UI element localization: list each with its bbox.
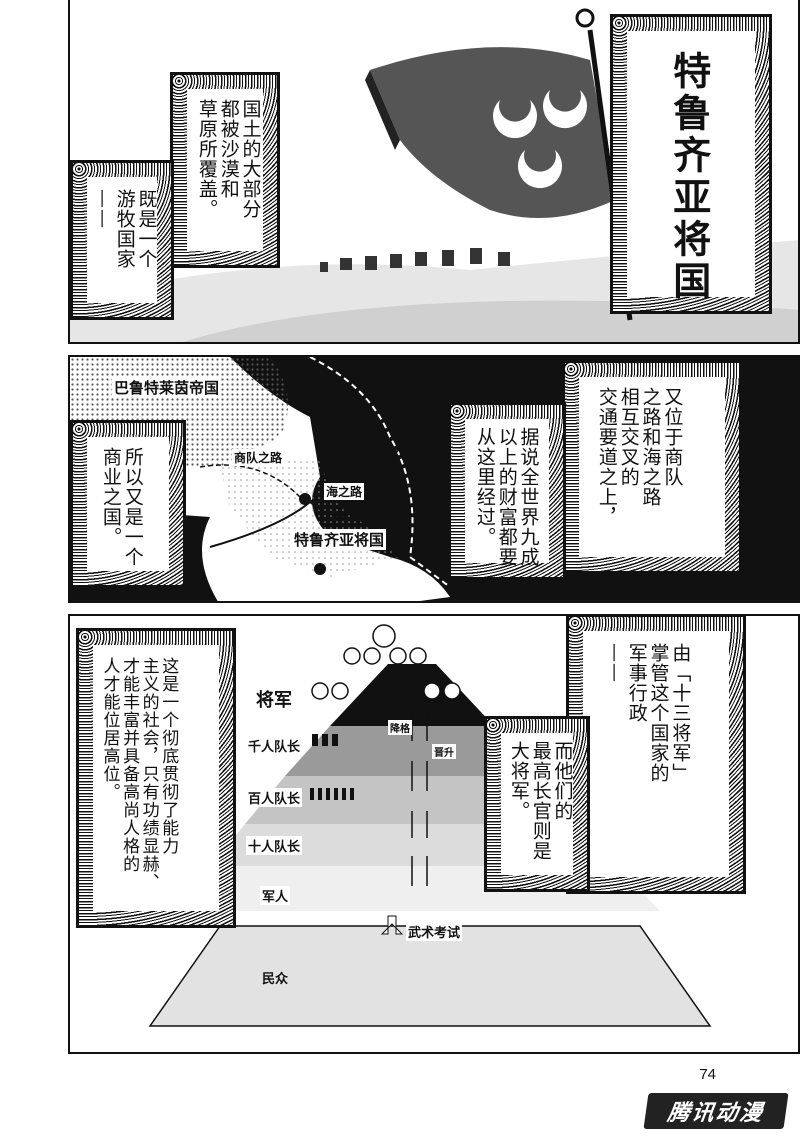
pyramid-demote-label: 降格 (388, 720, 412, 735)
map-label-nation: 特鲁齐亚将国 (292, 529, 387, 550)
caption-frame-meritocracy: 这是一个彻底贯彻了能力 主义的社会，只有功绩显赫、 才能丰富并具备高尚人格的 人… (76, 628, 236, 928)
pyramid-level-1: 千人队长 (246, 736, 303, 755)
title-frame: 特鲁齐亚将国 (610, 14, 772, 314)
pyramid-people: 民众 (262, 972, 289, 987)
caption-commerce: 所以又是一个 商业之国。 (99, 447, 144, 567)
page-number: 74 (699, 1066, 716, 1083)
pyramid-exam: 武术考试 (406, 922, 463, 941)
map-label-caravan-route: 商队之路 (232, 449, 285, 466)
caption-meritocracy: 这是一个彻底贯彻了能力 主义的社会，只有功绩显赫、 才能丰富并具备高尚人格的 人… (99, 657, 179, 891)
caption-desert: 国土的大部分 都被沙漠和 草原所覆盖。 (195, 99, 262, 219)
caption-frame-nomad: 既是一个 游牧国家 —— (70, 160, 174, 320)
caption-frame-wealth: 据说全世界九成 以上的财富都要 从这里经过。 (448, 402, 566, 580)
caption-frame-grand-general: 而他们的 最高长官则是 大将军。 (484, 716, 590, 892)
pyramid-general: 将军 (254, 686, 294, 712)
caption-wealth: 据说全世界九成 以上的财富都要 从这里经过。 (473, 427, 540, 567)
caption-nomad: 既是一个 游牧国家 —— (91, 189, 158, 269)
pyramid-level-4: 军人 (260, 886, 291, 905)
caption-crossroads: 又位于商队 之路和海之路 相互交叉的 交通要道之上， (595, 387, 684, 527)
caption-frame-crossroads: 又位于商队 之路和海之路 相互交叉的 交通要道之上， (562, 360, 742, 574)
pyramid-level-2: 百人队长 (246, 788, 303, 807)
caption-frame-generals: 由「十三将军」 掌管这个国家的 军事行政 —— (566, 614, 746, 894)
map-label-empire: 巴鲁特莱茵帝国 (112, 377, 222, 398)
caption-frame-desert: 国土的大部分 都被沙漠和 草原所覆盖。 (170, 72, 280, 268)
caption-generals: 由「十三将军」 掌管这个国家的 军事行政 —— (603, 643, 692, 783)
pyramid-level-3: 十人队长 (246, 836, 303, 855)
map-label-sea-route: 海之路 (324, 483, 365, 500)
caption-grand-general: 而他们的 最高长官则是 大将军。 (507, 741, 574, 861)
watermark-logo: 腾讯动漫 (643, 1093, 789, 1129)
pyramid-promote-label: 晋升 (432, 744, 456, 759)
title-text: 特鲁齐亚将国 (666, 51, 712, 303)
caption-frame-commerce: 所以又是一个 商业之国。 (70, 420, 186, 588)
